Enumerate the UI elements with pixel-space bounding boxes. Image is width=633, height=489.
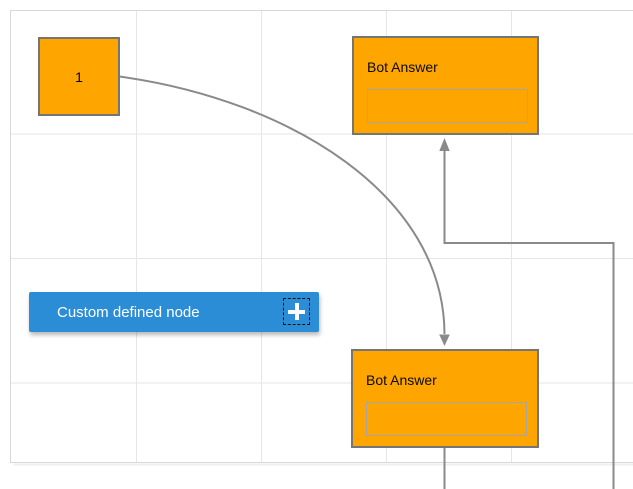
custom-defined-node-label: Custom defined node <box>57 303 200 321</box>
bot-answer-top-field[interactable] <box>367 89 528 123</box>
bot-answer-bottom-field[interactable] <box>366 402 527 436</box>
orthogonal-connector-path[interactable] <box>443 151 615 489</box>
orthogonal-connector[interactable] <box>439 138 615 489</box>
arrowhead-down-icon <box>439 334 450 346</box>
plus-icon[interactable] <box>283 298 310 325</box>
canvas-page-border <box>10 10 633 466</box>
bot-answer-node-top[interactable]: Bot Answer <box>352 36 539 135</box>
custom-defined-node[interactable]: Custom defined node <box>29 292 319 332</box>
curved-connector-path[interactable] <box>119 75 446 335</box>
bot-answer-bottom-title: Bot Answer <box>366 372 437 388</box>
node-1-label: 1 <box>75 68 83 85</box>
curved-connector[interactable] <box>119 75 450 347</box>
bot-answer-node-bottom[interactable]: Bot Answer <box>351 349 539 448</box>
arrowhead-up-icon <box>439 138 450 151</box>
bot-answer-top-title: Bot Answer <box>367 59 438 75</box>
node-1[interactable]: 1 <box>38 37 120 116</box>
